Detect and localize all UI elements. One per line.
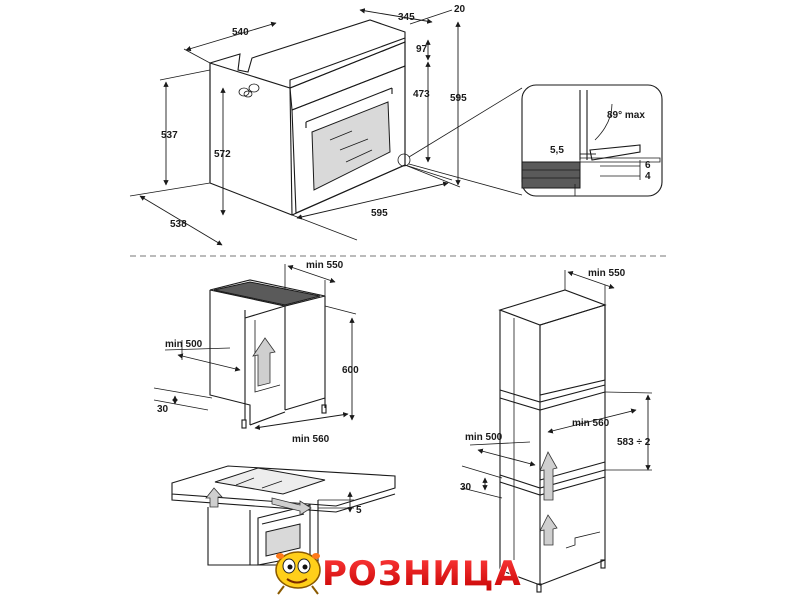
tc-vent-depth: min 500 <box>465 432 503 443</box>
oven-dimension-lines <box>129 8 461 246</box>
oven-figure <box>209 19 406 216</box>
uc-height: 600 <box>342 365 359 376</box>
detail-angle: 89° max <box>607 110 645 121</box>
tall-column-cabinet <box>498 289 607 593</box>
mascot-icon <box>275 551 321 595</box>
detail-h1: 6 <box>645 160 651 171</box>
dim-345: 345 <box>398 12 415 23</box>
oven-dimension-labels: 540 345 20 97 473 595 537 572 538 595 <box>161 4 467 230</box>
door-detail-callout: 89° max 5,5 6 4 <box>397 84 663 197</box>
tall-column-dimension-lines <box>461 270 653 499</box>
under-counter-cabinet <box>209 279 327 429</box>
detail-gap: 5,5 <box>550 145 564 156</box>
tc-width: min 560 <box>572 418 610 429</box>
dim-540: 540 <box>232 27 249 38</box>
tc-gap: 30 <box>460 482 472 493</box>
detail-h2: 4 <box>645 171 651 182</box>
hob-oven-section: 5 <box>171 465 396 566</box>
dim-595-width: 595 <box>371 208 388 219</box>
uc-depth: min 550 <box>306 260 344 271</box>
tall-column-dimension-labels: min 550 min 560 583 ÷ 2 min 500 30 <box>460 268 651 493</box>
dim-538: 538 <box>170 219 187 230</box>
hob-offset: 5 <box>356 505 362 516</box>
dim-97: 97 <box>416 44 428 55</box>
tc-height: 583 ÷ 2 <box>617 437 651 448</box>
dim-473: 473 <box>413 89 430 100</box>
dim-595-height: 595 <box>450 93 467 104</box>
dim-572: 572 <box>214 149 231 160</box>
tc-depth: min 550 <box>588 268 626 279</box>
under-counter-dimension-lines <box>153 264 357 430</box>
dim-20: 20 <box>454 4 466 15</box>
rosnica-logo: РОЗНИЦА <box>275 551 522 595</box>
dim-537: 537 <box>161 130 178 141</box>
logo-text: РОЗНИЦА <box>322 554 522 594</box>
uc-width: min 560 <box>292 434 330 445</box>
uc-vent-depth: min 500 <box>165 339 203 350</box>
under-counter-dimension-labels: min 550 min 500 600 30 min 560 <box>157 260 359 445</box>
uc-gap: 30 <box>157 404 169 415</box>
